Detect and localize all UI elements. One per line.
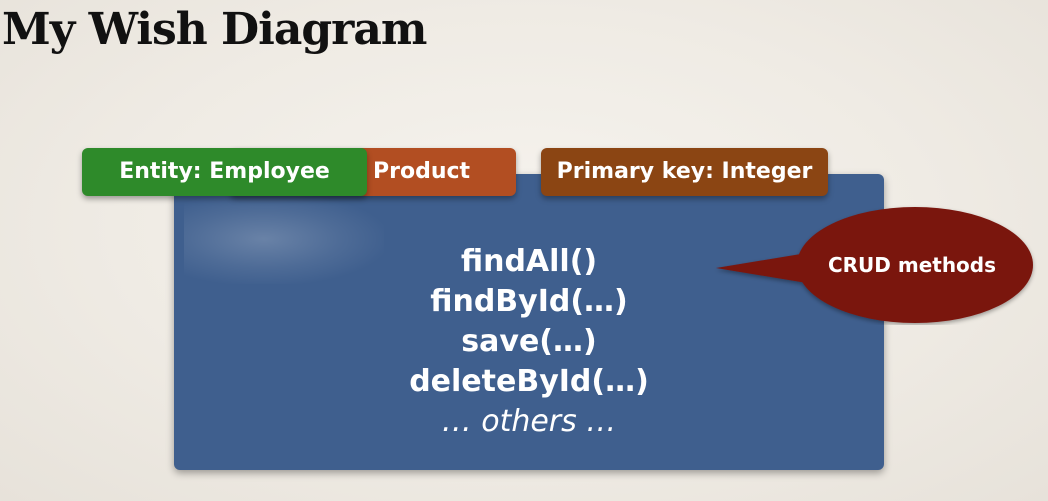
method-delete-by-id: deleteById(…) (409, 364, 649, 399)
entity-employee-tab: Entity: Employee (82, 148, 367, 196)
crud-callout-bubble (716, 207, 1033, 323)
method-find-by-id: findById(…) (430, 284, 628, 319)
slide-title: My Wish Diagram (2, 4, 427, 55)
method-save: save(…) (461, 324, 597, 359)
callout-shape (716, 207, 1033, 323)
method-find-all: findAll() (460, 244, 598, 279)
method-others: … others … (441, 404, 617, 439)
primary-key-tab: Primary key: Integer (541, 148, 828, 196)
crud-method-list: findAll() findById(…) save(…) deleteById… (174, 242, 884, 442)
callout-label: CRUD methods (827, 253, 997, 277)
